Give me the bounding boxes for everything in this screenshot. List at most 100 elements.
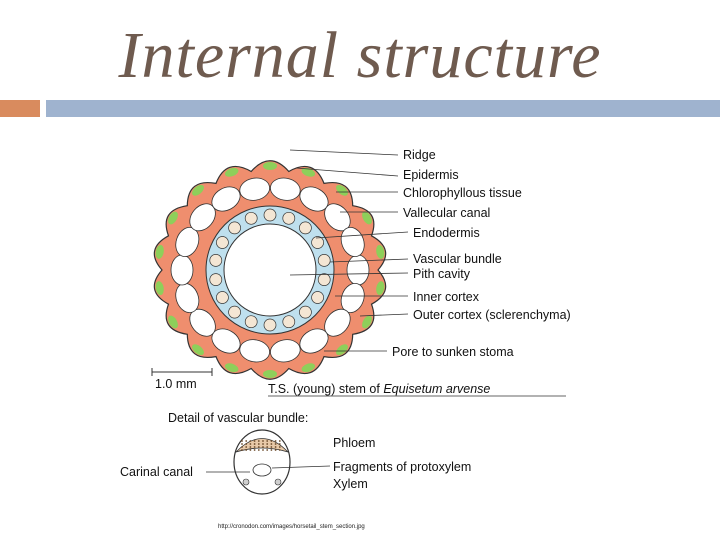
vascular-bundle <box>209 273 223 286</box>
vascular-bundle <box>282 211 296 225</box>
chlorophyll-patch <box>155 244 164 259</box>
vascular-bundle <box>299 221 312 235</box>
phloem-dot <box>253 449 256 451</box>
phloem-dot <box>274 449 277 451</box>
phloem-dot <box>241 446 243 448</box>
phloem-dot <box>249 443 252 445</box>
chlorophyll-patch <box>192 344 204 356</box>
chlorophyll-patch <box>336 344 348 356</box>
phloem-dot <box>262 440 264 442</box>
slide-title: Internal structure <box>118 19 602 92</box>
phloem-dot <box>257 446 260 448</box>
figure-caption: T.S. (young) stem of Equisetum arvense <box>268 382 490 396</box>
phloem-dot <box>266 443 269 445</box>
chlorophyllous-tissue <box>155 162 385 378</box>
label-inner-cortex: Inner cortex <box>413 290 480 304</box>
label-pore: Pore to sunken stoma <box>392 345 514 359</box>
chlorophyll-patch <box>224 363 239 373</box>
phloem-dot <box>241 443 243 445</box>
vallecular-canals <box>170 177 370 363</box>
phloem-dot <box>274 440 277 442</box>
label-pith-cavity: Pith cavity <box>413 267 471 281</box>
phloem-dot <box>262 449 264 451</box>
accent-bar-right <box>46 100 720 117</box>
phloem-dot <box>270 440 273 442</box>
vascular-bundle <box>311 291 324 304</box>
phloem-dot <box>278 440 281 442</box>
phloem-dot <box>241 440 243 442</box>
scale-bar <box>151 368 213 376</box>
phloem-dot <box>257 443 260 445</box>
chlorophyll-patch <box>362 211 372 225</box>
vascular-bundle <box>263 208 277 222</box>
phloem-dot <box>245 449 248 451</box>
phloem-dot <box>270 443 273 445</box>
leader-lines <box>289 149 409 352</box>
phloem-dot <box>245 446 248 448</box>
chlorophyll-patch <box>301 167 316 177</box>
label-vascular-bundle: Vascular bundle <box>413 252 502 266</box>
phloem-dot <box>274 443 277 445</box>
caption-species: Equisetum arvense <box>383 382 490 396</box>
phloem-dot <box>262 446 264 448</box>
source-url: http://cronodon.com/images/horsetail_ste… <box>218 524 365 530</box>
vallecular-canal <box>270 177 301 201</box>
label-carinal: Carinal canal <box>120 465 193 479</box>
chlorophyll-patch <box>362 315 372 329</box>
phloem-dot <box>245 443 248 445</box>
label-vallecular: Vallecular canal <box>403 206 490 220</box>
chlorophyll-patch <box>192 184 204 196</box>
phloem-dot <box>241 449 243 451</box>
vascular-bundle <box>317 273 331 286</box>
vascular-bundle <box>216 291 229 304</box>
vascular-bundle <box>282 315 296 329</box>
chlorophyll-patch <box>263 370 277 378</box>
vallecular-canal <box>170 254 194 286</box>
phloem-dot <box>278 443 281 445</box>
vallecular-canal <box>346 254 370 286</box>
label-endodermis: Endodermis <box>413 226 480 240</box>
vallecular-canal <box>299 328 329 354</box>
stem-cross-section <box>153 160 387 380</box>
phloem-dot <box>266 440 269 442</box>
phloem-dot <box>278 449 281 451</box>
scale-label: 1.0 mm <box>155 377 197 391</box>
phloem-dot <box>266 446 269 448</box>
label-phloem: Phloem <box>333 436 375 450</box>
vascular-bundle <box>317 254 331 267</box>
label-outer-cortex: Outer cortex (sclerenchyma) <box>413 308 571 322</box>
vascular-bundle-detail <box>233 429 291 495</box>
phloem-dot <box>270 449 273 451</box>
phloem-dot <box>249 440 252 442</box>
chlorophyll-patch <box>263 162 277 170</box>
chlorophyll-patch <box>168 315 178 329</box>
vascular-bundle <box>311 236 324 249</box>
chlorophyll-patch <box>224 167 239 177</box>
vallecular-canal <box>239 177 270 201</box>
label-ridge: Ridge <box>403 148 436 162</box>
caption-prefix: T.S. (young) stem of <box>268 382 380 396</box>
phloem-dot <box>253 440 256 442</box>
accent-bar-left <box>0 100 40 117</box>
phloem-dot <box>278 446 281 448</box>
vallecular-canal <box>239 339 270 363</box>
label-protoxylem: Fragments of protoxylem <box>333 460 471 474</box>
phloem-dot <box>249 449 252 451</box>
detail-heading: Detail of vascular bundle: <box>168 411 308 425</box>
phloem-dot <box>257 449 260 451</box>
vallecular-canal <box>270 339 301 363</box>
phloem-dot <box>245 440 248 442</box>
phloem-dot <box>249 446 252 448</box>
label-epidermis: Epidermis <box>403 168 459 182</box>
vascular-bundle <box>263 318 277 332</box>
label-chlorophyllous: Chlorophyllous tissue <box>403 186 522 200</box>
pith-cavity <box>223 223 317 317</box>
phloem-dots <box>241 440 281 451</box>
vascular-bundle <box>228 305 241 319</box>
phloem-dot <box>253 443 256 445</box>
vascular-bundle <box>209 254 223 267</box>
carinal-canal <box>252 463 272 477</box>
vallecular-canal <box>211 186 241 212</box>
vallecular-canal <box>340 227 365 257</box>
